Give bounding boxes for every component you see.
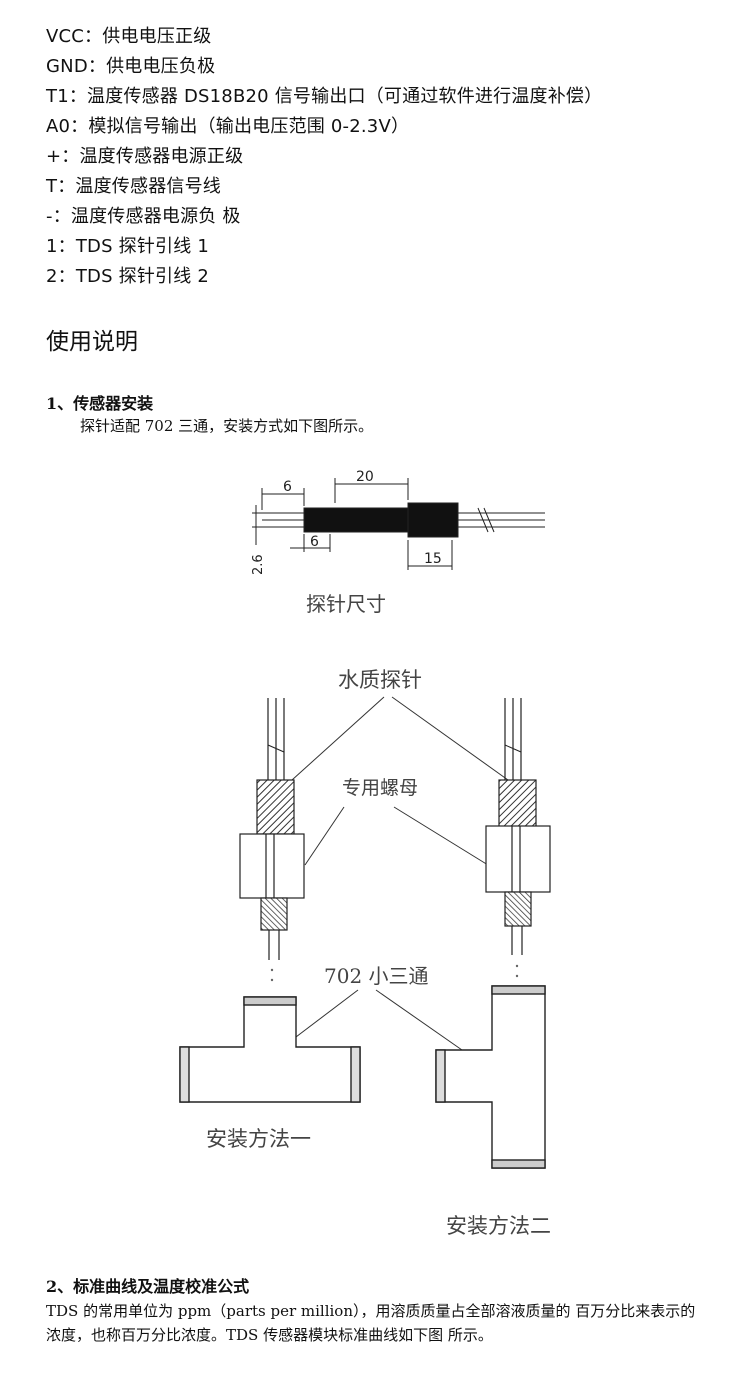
right-probe-assembly — [485, 698, 551, 955]
install-note: 探针适配 702 三通，安装方式如下图所示。 — [80, 417, 374, 435]
tee-method-one — [179, 996, 361, 1103]
dim-right-label: 15 — [424, 551, 442, 567]
pin-2: 2：TDS 探针引线 2 — [46, 266, 210, 287]
pin-minus: -：温度传感器电源负 极 — [46, 206, 241, 227]
section-calibration-title: 2、标准曲线及温度校准公式 — [46, 1277, 250, 1296]
water-probe-label: 水质探针 — [338, 668, 422, 692]
dim-height-label: 2.6 — [251, 554, 266, 575]
method2-label: 安装方法二 — [446, 1214, 551, 1238]
pin-1: 1：TDS 探针引线 1 — [46, 236, 210, 257]
tee-method-two — [435, 985, 546, 1169]
pin-a0: A0：模拟信号输出（输出电压范围 0-2.3V） — [46, 116, 410, 137]
pin-vcc: VCC：供电电压正级 — [46, 26, 212, 47]
leader-lines — [291, 696, 509, 1051]
usage-title: 使用说明 — [46, 329, 138, 355]
pin-description-list: VCC：供电电压正级 GND：供电电压负极 T1：温度传感器 DS18B20 信… — [46, 22, 602, 292]
pin-t: T：温度传感器信号线 — [46, 176, 221, 197]
dim-bottom-left-label: 6 — [310, 534, 319, 550]
dim-total-label: 20 — [356, 469, 374, 485]
pin-t1: T1：温度传感器 DS18B20 信号输出口（可通过软件进行温度补偿） — [46, 86, 603, 107]
nut-label: 专用螺母 — [342, 777, 418, 799]
tds-paragraph: TDS 的常用单位为 ppm（parts per million），用溶质质量占… — [46, 1302, 696, 1344]
tee-label: 702 小三通 — [324, 964, 429, 988]
section-install-title: 1、传感器安装 — [46, 394, 154, 413]
left-probe-assembly — [239, 698, 305, 960]
probe-dimension-drawing — [252, 478, 545, 570]
probe-size-label: 探针尺寸 — [306, 592, 386, 616]
pin-gnd: GND：供电电压负极 — [46, 56, 216, 77]
dim-top-left-label: 6 — [283, 479, 292, 495]
dots — [270, 964, 519, 982]
installation-figure: 20 6 6 15 2.6 探针尺寸 水质探针 专用螺母 702 小三通 安装方… — [179, 469, 551, 1238]
method1-label: 安装方法一 — [206, 1127, 311, 1151]
pin-plus: +：温度传感器电源正级 — [46, 146, 244, 167]
